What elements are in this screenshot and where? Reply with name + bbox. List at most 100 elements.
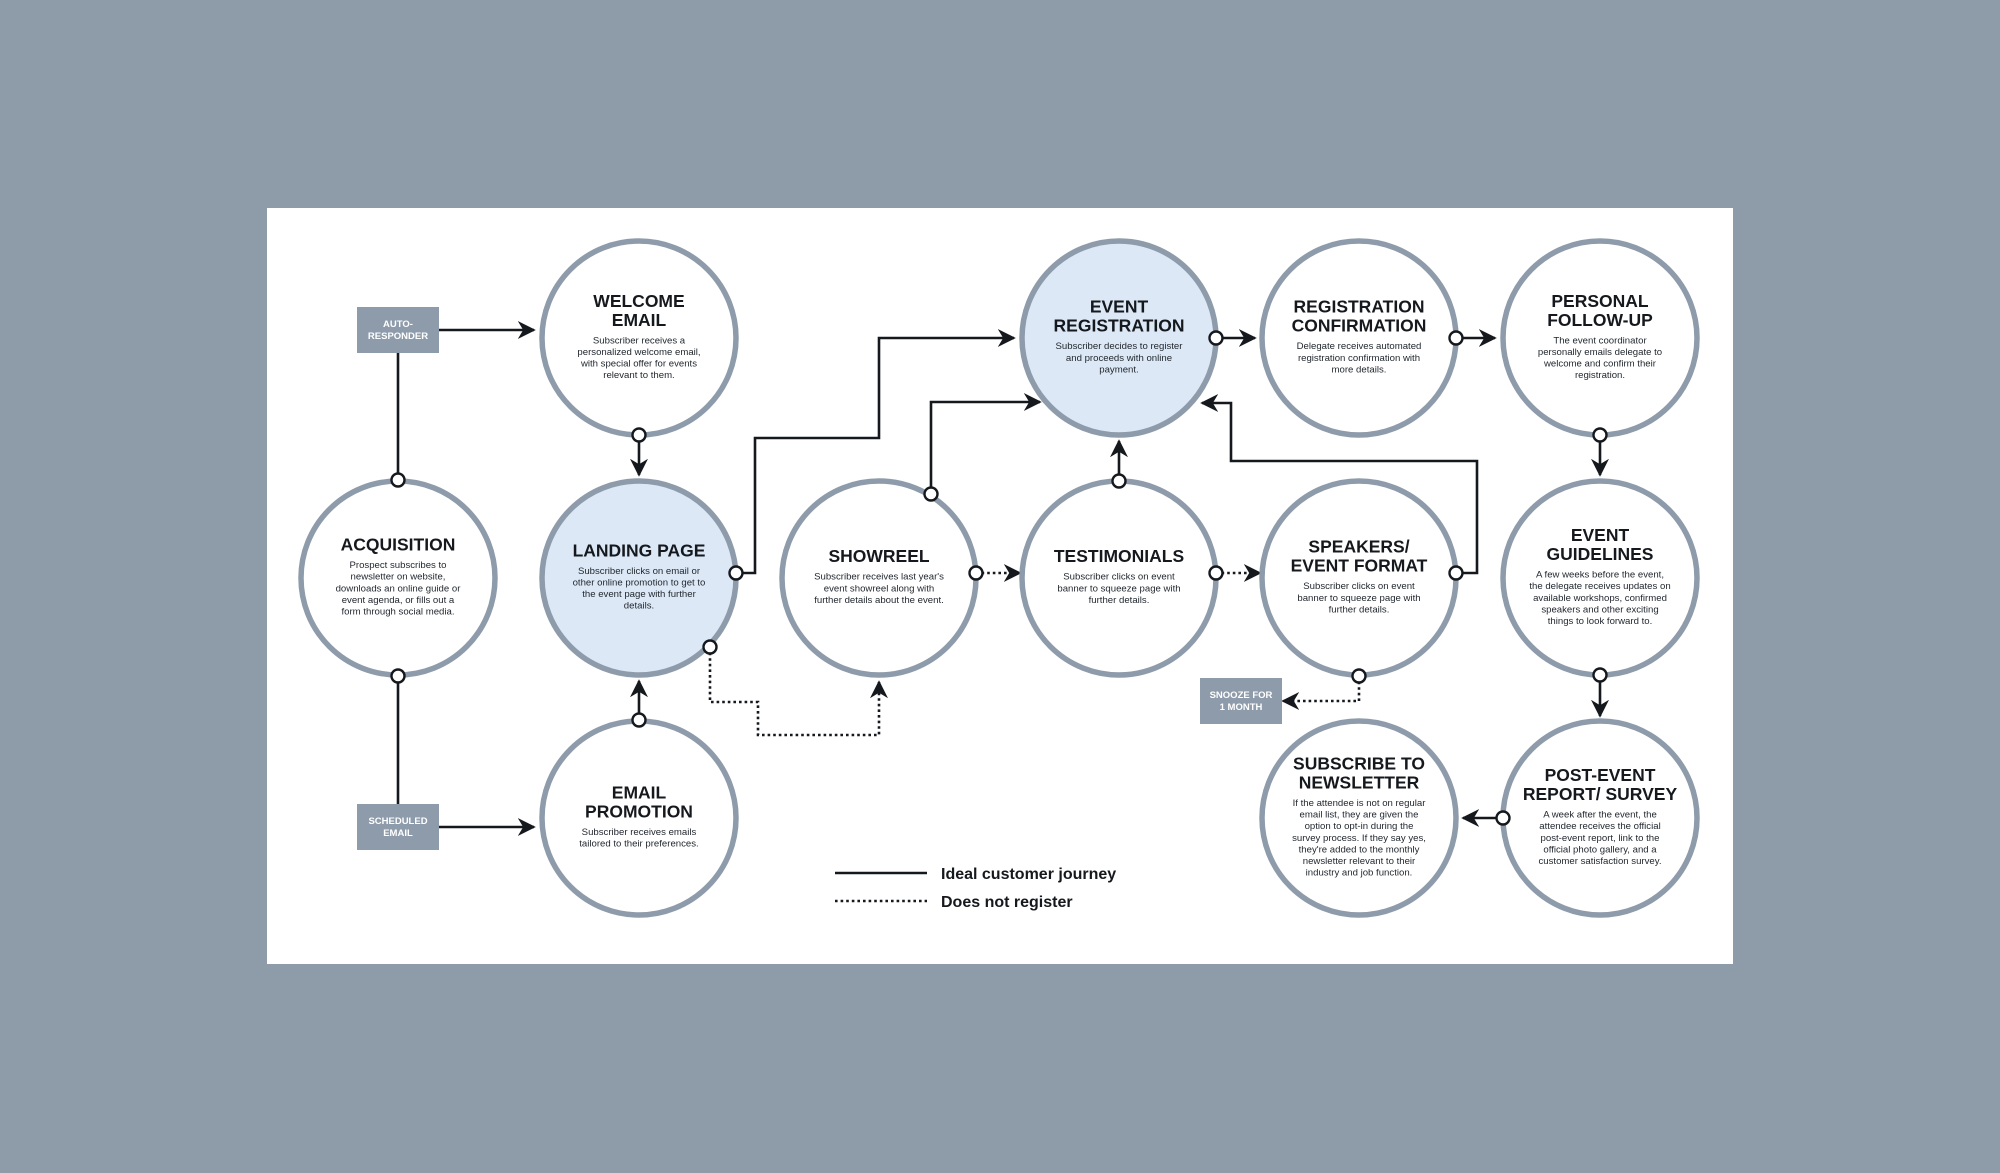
node-title: EVENT [1571, 525, 1630, 545]
node-title: LANDING PAGE [573, 540, 706, 560]
node-description: details. [624, 601, 654, 612]
node-description: downloads an online guide or [336, 583, 462, 594]
node-description: welcome and confirm their [1543, 359, 1657, 370]
connector-dot [702, 639, 718, 655]
node-title: SPEAKERS/ [1308, 537, 1409, 557]
node-description: tailored to their preferences. [579, 839, 698, 850]
node-description: Subscriber decides to register [1056, 341, 1184, 352]
node-description: the event page with further [582, 589, 696, 600]
node-description: form through social media. [341, 607, 454, 618]
tag-box [357, 804, 439, 850]
node-description: newsletter on website, [351, 572, 446, 583]
tag-autoresponder: AUTO-RESPONDER [357, 307, 439, 353]
edge-landing-to-registration [736, 329, 1016, 575]
node-description: with special offer for events [580, 359, 697, 370]
node-description: and proceeds with online [1066, 353, 1172, 364]
node-description: event agenda, or fills out a [342, 595, 455, 606]
node-title: REGISTRATION [1294, 297, 1425, 317]
node-description: registration confirmation with [1298, 353, 1420, 364]
node-description: Subscriber clicks on email or [578, 566, 701, 577]
connector-dot [1351, 668, 1367, 684]
tag-label: SCHEDULED [368, 816, 427, 827]
node-title: REPORT/ SURVEY [1523, 784, 1678, 804]
connector-dot [631, 712, 647, 728]
legend: Ideal customer journey Does not register [835, 866, 1116, 911]
node-description: further details. [1329, 604, 1390, 615]
node-title: WELCOME [593, 291, 684, 311]
edge-landing-to-showreel-dashed [708, 647, 888, 737]
node-title: PROMOTION [585, 801, 693, 821]
node-description: event showreel along with [824, 583, 934, 594]
tag-box [1200, 678, 1282, 724]
edge-showreel-to-registration [929, 393, 1042, 494]
node-title: REGISTRATION [1054, 316, 1185, 336]
edge-speakers-to-snooze-dashed [1281, 676, 1361, 710]
node-title: EMAIL [612, 310, 667, 330]
node-description: If the attendee is not on regular [1293, 798, 1427, 809]
node-title: POST-EVENT [1545, 765, 1656, 785]
tag-label: 1 MONTH [1220, 702, 1263, 713]
node-description: registration. [1575, 370, 1625, 381]
edge-speakers-to-registration [1200, 394, 1479, 575]
connector-dot [1208, 565, 1224, 581]
connector-dot [1208, 330, 1224, 346]
connector-dot [390, 668, 406, 684]
tag-label: SNOOZE FOR [1210, 690, 1273, 701]
tag-label: AUTO- [383, 319, 413, 330]
node-description: option to opt-in during the [1305, 821, 1414, 832]
node-description: other online promotion to get to [573, 578, 706, 589]
connector-dot [1592, 427, 1608, 443]
connector-dot-layer [390, 330, 1608, 826]
node-description: customer satisfaction survey. [1539, 856, 1662, 867]
node-description: newsletter relevant to their [1303, 856, 1416, 867]
node-title: ACQUISITION [341, 535, 456, 555]
node-description: A few weeks before the event, [1536, 570, 1664, 581]
node-description: Delegate receives automated [1297, 341, 1422, 352]
node-description: further details. [1089, 595, 1150, 606]
node-description: the delegate receives updates on [1529, 581, 1670, 592]
connector-dot [390, 472, 406, 488]
node-description: survey process. If they say yes, [1292, 833, 1426, 844]
node-description: available workshops, confirmed [1533, 593, 1667, 604]
node-landing: LANDING PAGE Subscriber clicks on email o… [539, 478, 739, 678]
tag-box [357, 307, 439, 353]
node-description: The event coordinator [1553, 335, 1647, 346]
legend-solid-label: Ideal customer journey [941, 866, 1116, 883]
legend-dashed-label: Does not register [941, 894, 1073, 911]
node-description: personalized welcome email, [577, 347, 700, 358]
node-description: they're added to the monthly [1299, 844, 1420, 855]
node-description: attendee receives the official [1539, 821, 1660, 832]
node-ring [1019, 238, 1219, 438]
node-description: post-event report, link to the [1541, 833, 1660, 844]
node-description: things to look forward to. [1548, 616, 1653, 627]
node-description: Subscriber clicks on event [1063, 572, 1175, 583]
node-title: EMAIL [612, 782, 667, 802]
connector-dot [1448, 565, 1464, 581]
node-description: Subscriber receives a [593, 335, 686, 346]
node-title: TESTIMONIALS [1054, 546, 1184, 566]
connector-dot [968, 565, 984, 581]
connector-dot [728, 565, 744, 581]
node-description: banner to squeeze page with [1057, 583, 1180, 594]
tag-label: RESPONDER [368, 331, 428, 342]
node-description: official photo gallery, and a [1543, 844, 1657, 855]
node-description: further details about the event. [814, 595, 944, 606]
node-title: EVENT [1090, 297, 1149, 317]
node-description: Subscriber receives last year's [814, 572, 944, 583]
node-description: more details. [1332, 364, 1387, 375]
tag-label: EMAIL [383, 828, 413, 839]
node-ring [1259, 238, 1459, 438]
node-description: Subscriber clicks on event [1303, 581, 1415, 592]
